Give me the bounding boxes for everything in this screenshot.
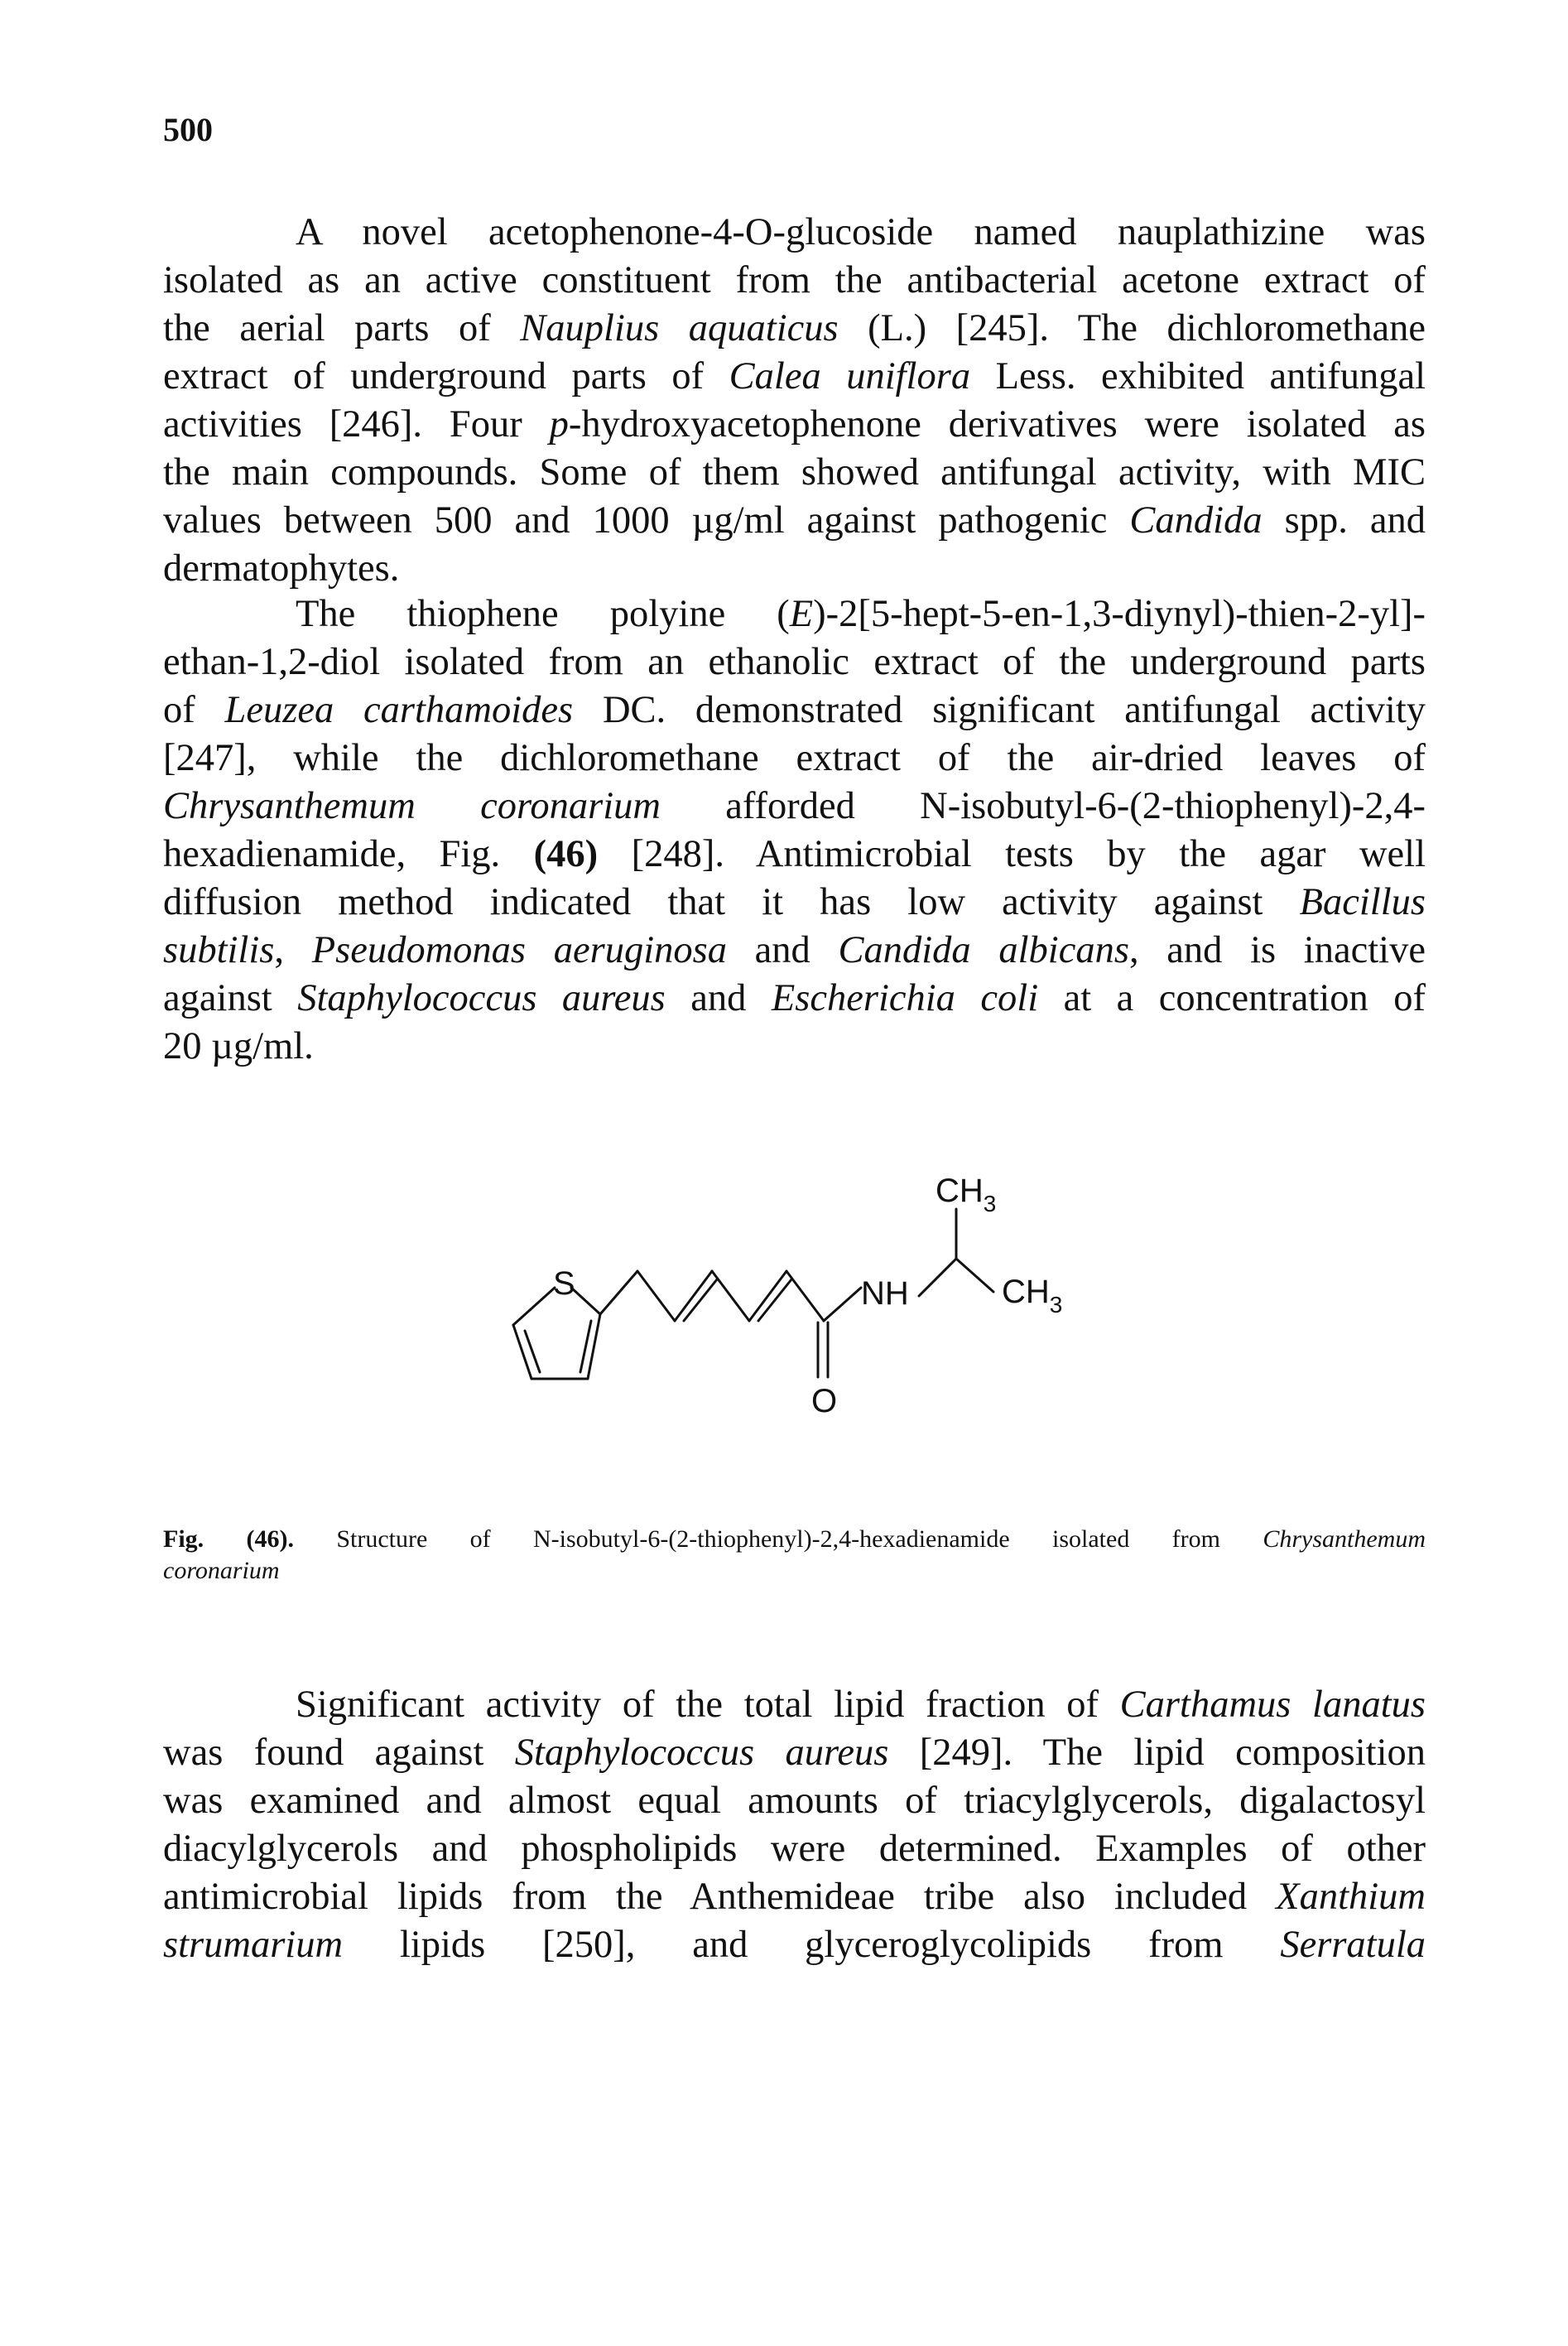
text-line: [247], while the dichloromethane extract… xyxy=(163,737,1426,779)
paragraph-1: A novel acetophenone-4-O-glucoside named… xyxy=(163,209,1426,593)
text-line: was found against Staphylococcus aureus … xyxy=(163,1732,1426,1774)
group-CH3-right: CH3 xyxy=(1002,1274,1062,1318)
text-line: diacylglycerols and phospholipids were d… xyxy=(163,1828,1426,1870)
paragraph-3: Significant activity of the total lipid … xyxy=(163,1681,1426,1969)
text-line: subtilis, Pseudomonas aeruginosa and Can… xyxy=(163,929,1426,971)
chain-bond xyxy=(636,1269,676,1322)
text-line: The thiophene polyine (E)-2[5-hept-5-en-… xyxy=(296,593,1426,635)
figure-label: Fig. (46). xyxy=(163,1525,294,1553)
amide-bond xyxy=(822,1286,863,1322)
ring-double-bond xyxy=(523,1329,541,1374)
text-line: ethan-1,2-diol isolated from an ethanoli… xyxy=(163,641,1426,683)
chain-bond xyxy=(599,1269,639,1316)
chain-bond xyxy=(748,1269,788,1322)
text-line: against Staphylococcus aureus and Escher… xyxy=(163,977,1426,1019)
text-line: of Leuzea carthamoides DC. demonstrated … xyxy=(163,689,1426,731)
chain-bond xyxy=(955,1257,995,1293)
text-line: values between 500 and 1000 µg/ml agains… xyxy=(163,499,1426,542)
text-line: strumarium lipids [250], and glyceroglyc… xyxy=(163,1924,1426,1966)
text-line: isolated as an active constituent from t… xyxy=(163,259,1426,301)
text-line: Chrysanthemum coronarium afforded N-isob… xyxy=(163,785,1426,827)
figure-caption: Fig. (46). Structure of N-isobutyl-6-(2-… xyxy=(163,1524,1426,1587)
text-line: A novel acetophenone-4-O-glucoside named… xyxy=(296,211,1426,253)
text-line: was examined and almost equal amounts of… xyxy=(163,1780,1426,1822)
text-line: dermatophytes. xyxy=(163,547,400,590)
ring-double-bond xyxy=(579,1319,593,1374)
chain-bond xyxy=(917,1257,958,1298)
text-line: the aerial parts of Nauplius aquaticus (… xyxy=(163,307,1426,349)
ring-bond xyxy=(512,1286,556,1327)
paragraph-2: The thiophene polyine (E)-2[5-hept-5-en-… xyxy=(163,590,1426,1071)
chain-double-bond xyxy=(757,1278,793,1322)
chain-double-bond xyxy=(682,1278,719,1322)
caption-line: Fig. (46). Structure of N-isobutyl-6-(2-… xyxy=(163,1525,1426,1553)
text-line: 20 µg/ml. xyxy=(163,1025,314,1067)
ring-bond xyxy=(586,1313,602,1380)
text-line: Significant activity of the total lipid … xyxy=(296,1684,1426,1726)
atom-NH: NH xyxy=(861,1275,909,1312)
caption-line: coronarium xyxy=(163,1557,280,1584)
atom-O: O xyxy=(811,1383,837,1419)
molecule-structure: S NH O CH3 CH3 xyxy=(512,1173,1062,1419)
ring-bond xyxy=(570,1286,602,1316)
chain-bond xyxy=(710,1269,751,1322)
text-line: diffusion method indicated that it has l… xyxy=(163,881,1426,923)
ring-bond xyxy=(512,1323,533,1380)
text-line: hexadienamide, Fig. (46) [248]. Antimicr… xyxy=(163,833,1426,875)
chain-bond xyxy=(785,1269,825,1322)
page-number: 500 xyxy=(163,111,213,148)
atom-S: S xyxy=(553,1265,575,1302)
group-CH3-top: CH3 xyxy=(936,1173,996,1216)
text-line: activities [246]. Four p-hydroxyacetophe… xyxy=(163,403,1426,446)
text-line: extract of underground parts of Calea un… xyxy=(163,355,1426,397)
chain-bond xyxy=(673,1269,714,1322)
text-line: the main compounds. Some of them showed … xyxy=(163,451,1426,494)
text-line: antimicrobial lipids from the Anthemidea… xyxy=(163,1876,1426,1918)
